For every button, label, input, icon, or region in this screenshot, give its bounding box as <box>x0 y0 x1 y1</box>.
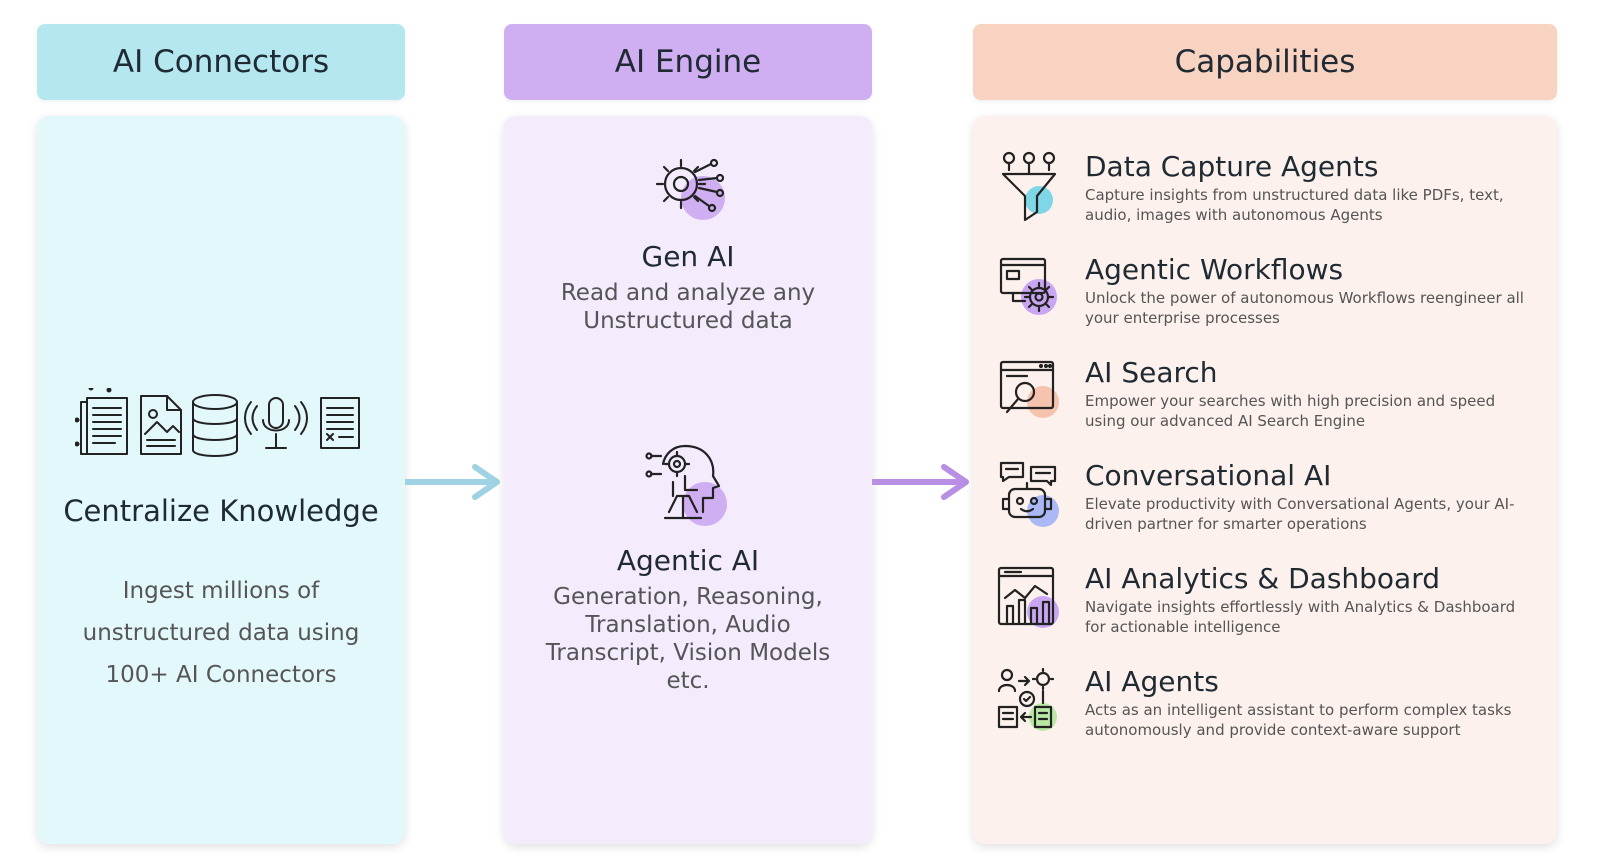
capability-item: Conversational AI Elevate productivity w… <box>997 459 1537 551</box>
connectors-description: Ingest millions of unstructured data usi… <box>82 578 360 688</box>
robot-head-icon <box>645 444 727 526</box>
capability-description: Empower your searches with high precisio… <box>1085 392 1496 430</box>
image-file-icon <box>140 395 182 455</box>
analytics-dashboard-icon <box>997 566 1059 628</box>
capability-description: Navigate insights effortlessly with Anal… <box>1085 598 1516 636</box>
agent-flow-icon <box>997 667 1057 731</box>
microphone-icon <box>244 397 308 449</box>
search-window-icon <box>999 360 1059 418</box>
capability-title: AI Agents <box>1085 665 1219 698</box>
capabilities-header: Capabilities <box>973 24 1557 100</box>
connectors-panel: Centralize Knowledge Ingest millions of … <box>37 116 405 844</box>
capability-item: Agentic Workflows Unlock the power of au… <box>997 253 1537 345</box>
connectors-title: Centralize Knowledge <box>63 494 379 528</box>
capability-item: AI Analytics & Dashboard Navigate insigh… <box>997 562 1537 654</box>
engine-header: AI Engine <box>504 24 872 100</box>
database-icon <box>192 394 238 457</box>
capability-title: AI Search <box>1085 356 1218 389</box>
connectors-header-label: AI Connectors <box>112 44 330 80</box>
capability-title: Data Capture Agents <box>1085 150 1379 183</box>
agentic-ai-block: Agentic AI Generation, Reasoning, Transl… <box>504 442 872 695</box>
form-icon <box>320 397 360 449</box>
engine-header-label: AI Engine <box>614 44 762 80</box>
capabilities-panel: Data Capture Agents Capture insights fro… <box>973 116 1557 844</box>
connector-icons <box>75 388 360 457</box>
gen-ai-title: Gen AI <box>641 240 735 273</box>
gear-circuit-icon <box>655 158 725 220</box>
gen-ai-block: Gen AI Read and analyze any Unstructured… <box>504 150 872 335</box>
engine-panel: Gen AI Read and analyze any Unstructured… <box>504 116 872 844</box>
document-icon <box>75 388 128 455</box>
agentic-ai-description: Generation, Reasoning, Translation, Audi… <box>545 584 831 694</box>
capability-item: AI Agents Acts as an intelligent assista… <box>997 665 1537 757</box>
capability-description: Capture insights from unstructured data … <box>1085 186 1504 224</box>
agentic-ai-title: Agentic AI <box>616 544 760 577</box>
monitor-gear-icon <box>999 257 1057 315</box>
capability-description: Unlock the power of autonomous Workflows… <box>1085 289 1524 327</box>
capability-title: Agentic Workflows <box>1085 253 1344 286</box>
chatbot-icon <box>999 461 1059 527</box>
capability-description: Acts as an intelligent assistant to perf… <box>1085 701 1512 739</box>
capabilities-header-label: Capabilities <box>1174 44 1356 80</box>
capability-item: AI Search Empower your searches with hig… <box>997 356 1537 448</box>
capability-title: Conversational AI <box>1085 459 1332 492</box>
capability-description: Elevate productivity with Conversational… <box>1085 495 1515 533</box>
connectors-header: AI Connectors <box>37 24 405 100</box>
gen-ai-description: Read and analyze any Unstructured data <box>560 280 816 334</box>
funnel-icon <box>1001 151 1057 222</box>
arrow-connectors-to-engine <box>405 464 500 500</box>
capability-item: Data Capture Agents Capture insights fro… <box>997 150 1537 242</box>
arrow-engine-to-capabilities <box>872 464 969 500</box>
capability-title: AI Analytics & Dashboard <box>1085 562 1441 595</box>
